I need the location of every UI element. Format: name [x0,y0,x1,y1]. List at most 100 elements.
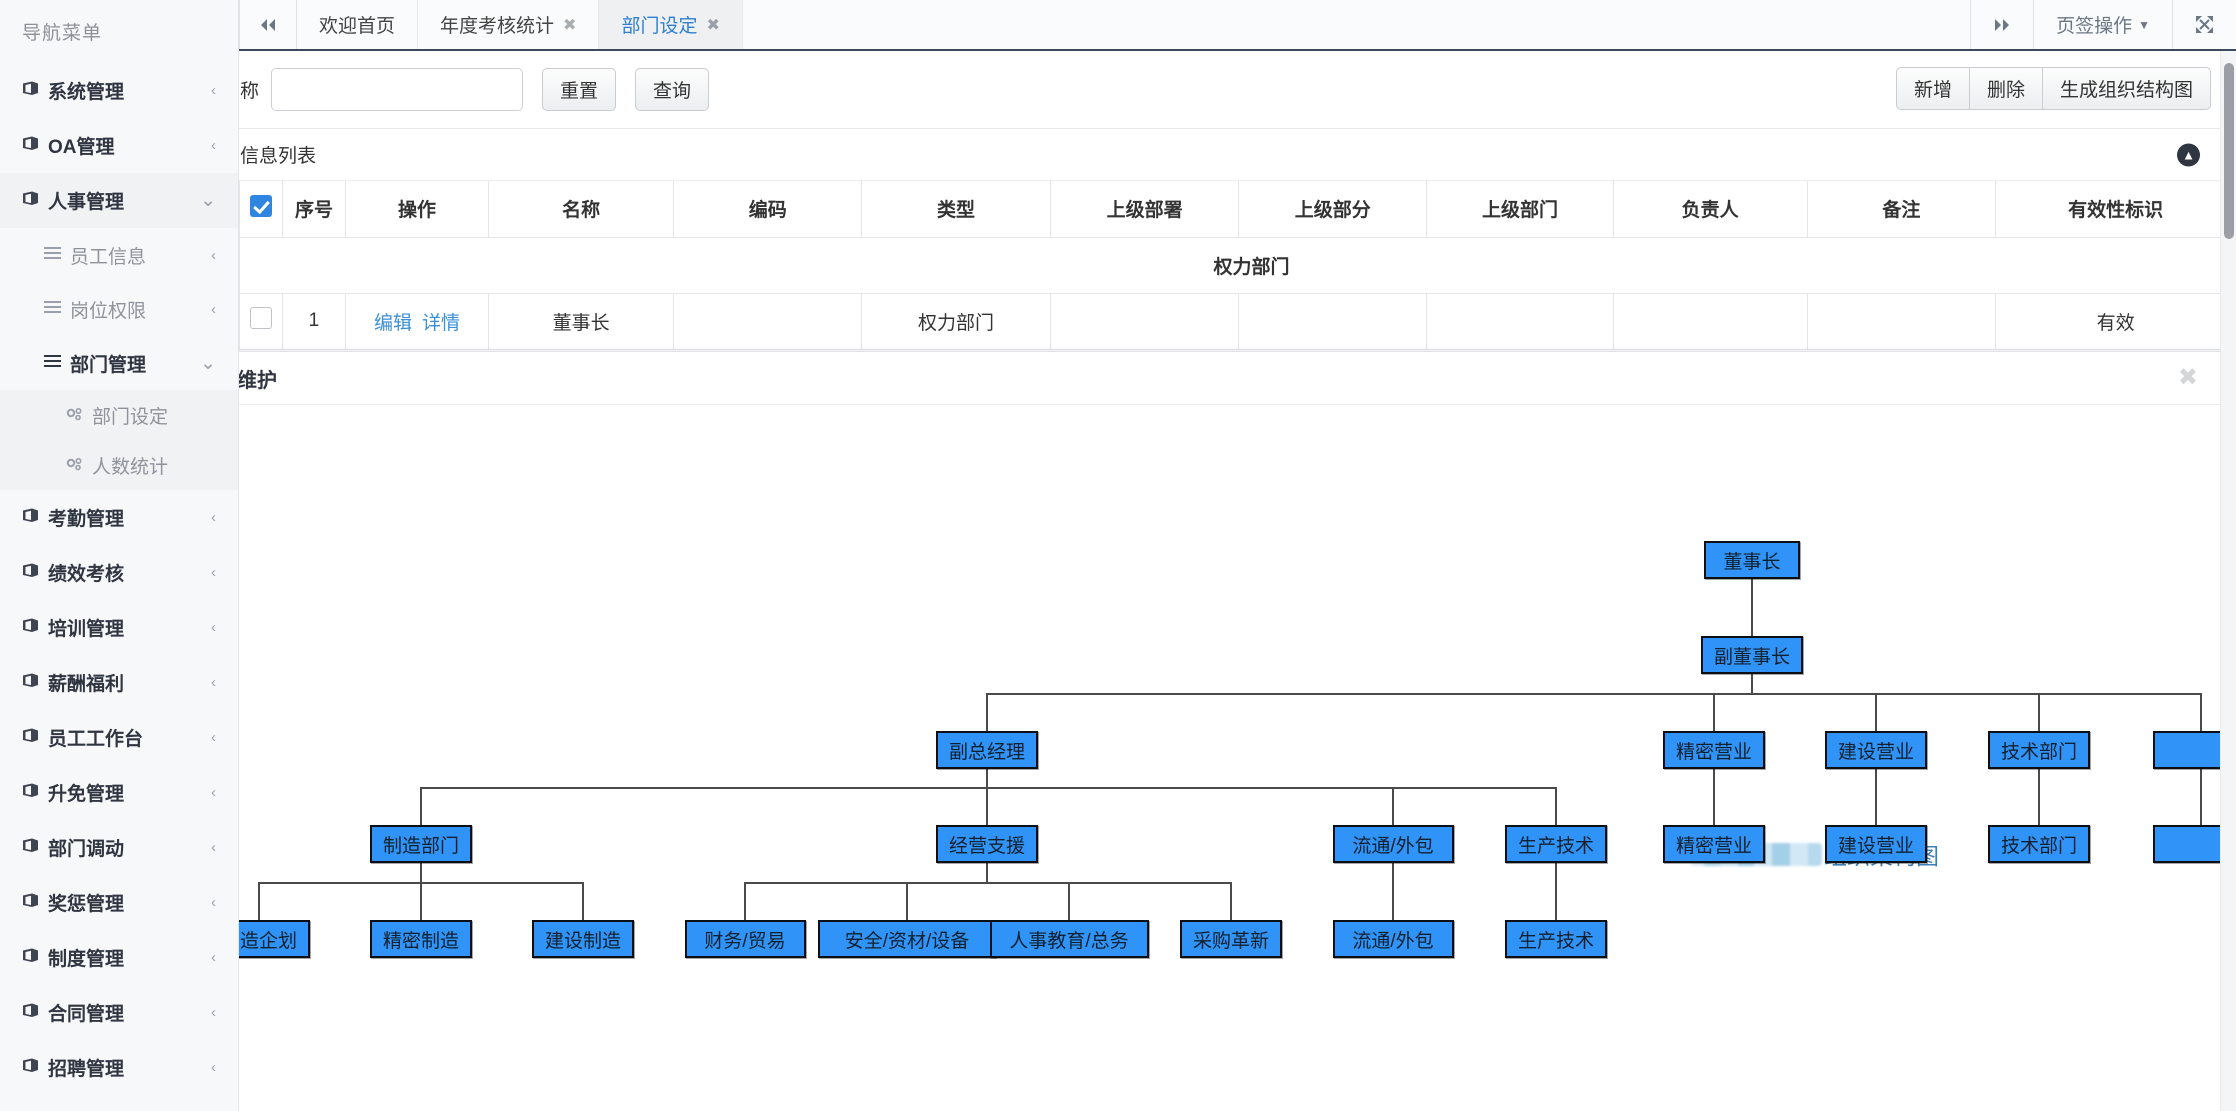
add-button[interactable]: 新增 [1895,67,1970,110]
sidebar-item-label: 部门调动 [48,839,125,860]
tabs-scroll-right-icon[interactable] [1970,0,2033,49]
page-vertical-scrollbar[interactable] [2220,51,2236,1111]
sidebar-item-制度管理[interactable]: 制度管理‹ [0,930,238,985]
reset-button[interactable]: 重置 [542,68,617,111]
org-connector-drop [744,882,746,920]
sidebar-item-岗位权限[interactable]: 岗位权限‹ [0,282,238,336]
org-node-安全-资材-设备[interactable]: 安全/资材/设备 [818,920,996,958]
org-node-技术部门[interactable]: 技术部门 [1988,825,2090,863]
sidebar-item-培训管理[interactable]: 培训管理‹ [0,600,238,655]
sidebar-item-部门调动[interactable]: 部门调动‹ [0,820,238,875]
org-node-label: 制造部门 [382,835,459,857]
generate-org-chart-button[interactable]: 生成组织结构图 [2041,67,2211,110]
sidebar-item-系统管理[interactable]: 系统管理‹ [0,63,238,118]
org-node-label: 流通/外包 [1352,835,1434,857]
book-icon [22,1058,48,1077]
tab-年度考核统计[interactable]: 年度考核统计✖ [418,0,600,49]
arrow-up-circle-icon[interactable]: ▲ [2177,143,2200,166]
column-header-编码: 编码 [673,181,863,238]
fullscreen-icon[interactable] [2172,0,2236,49]
org-node-副总经理[interactable]: 副总经理 [936,731,1038,769]
sidebar-item-薪酬福利[interactable]: 薪酬福利‹ [0,655,238,710]
org-node-label: 精密制造 [382,930,459,952]
sidebar-item-OA管理[interactable]: OA管理‹ [0,118,238,173]
org-node-建设制造[interactable]: 建设制造 [532,920,634,958]
org-connector-drop [906,882,908,920]
sidebar-item-员工信息[interactable]: 员工信息‹ [0,228,238,282]
book-icon [22,81,48,100]
chevron-down-icon: ⌄ [200,190,216,211]
sidebar-item-绩效考核[interactable]: 绩效考核‹ [0,545,238,600]
scrollbar-thumb[interactable] [2224,63,2234,239]
org-node-人事教育-总务[interactable]: 人事教育/总务 [989,920,1149,958]
row-checkbox[interactable] [249,307,272,329]
org-node-label: 建设营业 [1837,741,1914,763]
org-node-制造企划[interactable]: 制造企划 [239,920,310,958]
search-input[interactable] [271,68,524,111]
org-connector-stem [986,863,988,882]
org-node-财务-贸易[interactable]: 财务/贸易 [684,920,806,958]
org-connector-drop [1555,787,1557,825]
org-node-制造部门[interactable]: 制造部门 [370,825,472,863]
column-header-上级部分: 上级部分 [1238,181,1428,238]
close-icon[interactable]: ✖ [2177,364,2198,391]
column-header-上级部署: 上级部署 [1049,181,1240,238]
sidebar-item-合同管理[interactable]: 合同管理‹ [0,985,238,1040]
org-connector-vertical [1875,769,1877,825]
chevron-left-icon: ‹ [211,300,216,318]
sidebar-item-部门设定[interactable]: 部门设定 [0,390,238,440]
org-connector-drop [1875,693,1877,731]
tab-部门设定[interactable]: 部门设定✖ [599,0,743,49]
org-node-董事长[interactable]: 董事长 [1704,541,1800,579]
tabs-scroll-left-icon[interactable] [239,0,297,49]
tab-close-icon[interactable]: ✖ [563,16,577,34]
sidebar-item-label: 员工信息 [70,246,147,268]
tab-欢迎首页[interactable]: 欢迎首页 [297,0,419,49]
org-node-生产技术[interactable]: 生产技术 [1505,920,1607,958]
org-node-label: 安全/资材/设备 [844,930,970,952]
cell-valid: 有效 [1995,292,2236,350]
table-header-row: 序号操作名称编码类型上级部署上级部分上级部门负责人备注有效性标识 [239,181,2236,238]
detail-link[interactable]: 详情 [421,312,460,334]
cell-name: 董事长 [487,292,675,350]
tab-operations-menu[interactable]: 页签操作 ▼ [2033,0,2172,49]
org-node-建设营业[interactable]: 建设营业 [1825,825,1927,863]
row-checkbox-cell[interactable] [239,292,283,350]
sidebar-item-员工工作台[interactable]: 员工工作台‹ [0,710,238,765]
sidebar-item-招聘管理[interactable]: 招聘管理‹ [0,1040,238,1095]
sidebar-item-升免管理[interactable]: 升免管理‹ [0,765,238,820]
sidebar-item-考勤管理[interactable]: 考勤管理‹ [0,490,238,545]
select-all-checkbox[interactable] [249,194,272,217]
cell-operations[interactable]: 编辑详情 [345,292,489,350]
tab-close-icon[interactable]: ✖ [706,16,720,34]
book-icon [22,136,48,155]
sidebar-item-奖惩管理[interactable]: 奖惩管理‹ [0,875,238,930]
org-node-生产技术[interactable]: 生产技术 [1505,825,1607,863]
org-node-精密制造[interactable]: 精密制造 [370,920,472,958]
sidebar-item-label: 培训管理 [48,619,125,640]
query-button[interactable]: 查询 [635,68,710,111]
sidebar-item-部门管理[interactable]: 部门管理⌄ [0,336,238,390]
chevron-left-icon: ‹ [211,729,216,746]
tab-operations-label: 页签操作 [2056,16,2133,37]
sidebar-item-人数统计[interactable]: 人数统计 [0,440,238,490]
edit-link[interactable]: 编辑 [373,312,412,334]
org-node-流通-外包[interactable]: 流通/外包 [1332,825,1454,863]
org-node-label: 生产技术 [1517,835,1594,857]
org-node-副董事长[interactable]: 副董事长 [1701,636,1803,674]
sidebar-item-人事管理[interactable]: 人事管理⌄ [0,173,238,228]
org-connector-stem [986,769,988,787]
column-header-操作: 操作 [345,181,489,238]
org-node-建设营业[interactable]: 建设营业 [1825,731,1927,769]
org-connector-drop [420,882,422,920]
org-node-精密营业[interactable]: 精密营业 [1663,731,1765,769]
modal-horizontal-scrollbar[interactable] [239,1101,2220,1111]
delete-button[interactable]: 删除 [1968,67,2043,110]
org-node-精密营业[interactable]: 精密营业 [1663,825,1765,863]
chevron-down-icon: ▼ [2138,17,2150,32]
org-node-流通-外包[interactable]: 流通/外包 [1332,920,1454,958]
org-node-技术部门[interactable]: 技术部门 [1988,731,2090,769]
org-node-经营支援[interactable]: 经营支援 [936,825,1038,863]
org-node-采购革新[interactable]: 采购革新 [1180,920,1282,958]
